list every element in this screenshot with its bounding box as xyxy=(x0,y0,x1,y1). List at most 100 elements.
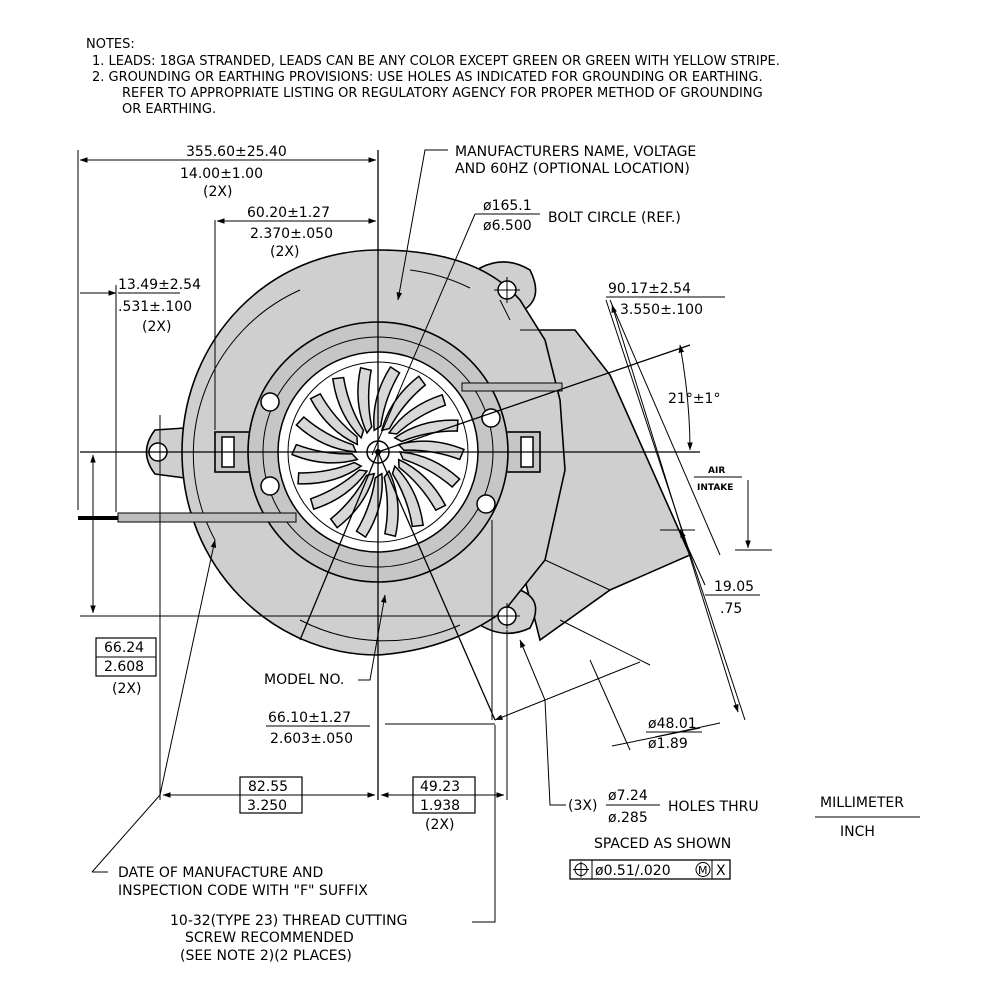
height-in: 2.608 xyxy=(104,659,144,675)
lead-strip-mm: 60.20±1.27 xyxy=(247,205,330,221)
dim-outlet-width: 90.17±2.54 3.550±.100 xyxy=(605,281,746,721)
lead-length-mm: 355.60±25.40 xyxy=(186,144,287,160)
fan-blade xyxy=(373,365,401,432)
date-line2: INSPECTION CODE WITH "F" SUFFIX xyxy=(118,883,368,899)
tolerance-modifier: M xyxy=(698,864,708,877)
bolt-circle-mm: ø165.1 xyxy=(483,198,532,214)
units-legend: MILLIMETER INCH xyxy=(815,795,920,840)
holes-qty: (3X) xyxy=(568,798,597,814)
motor-screw-2 xyxy=(260,476,280,496)
fan-blade xyxy=(355,472,383,539)
height-qty: (2X) xyxy=(112,681,141,697)
dim-lead-strip: 60.20±1.27 2.370±.050 (2X) xyxy=(214,205,377,430)
manufacturer-line2: AND 60HZ (OPTIONAL LOCATION) xyxy=(455,161,690,177)
dim-lead-length: 355.60±25.40 14.00±1.00 (2X) xyxy=(77,144,377,510)
note-2-cont: REFER TO APPROPRIATE LISTING OR REGULATO… xyxy=(122,86,763,101)
lead-strip-in: 2.370±.050 xyxy=(250,226,333,242)
air-label: AIR xyxy=(708,466,725,476)
center-right-qty: (2X) xyxy=(425,817,454,833)
fan-blade xyxy=(332,376,365,440)
intake-label: INTAKE xyxy=(697,483,733,493)
fan-blade xyxy=(380,375,427,432)
dim-width: 66.10±1.27 2.603±.050 xyxy=(266,619,651,747)
fan-blade xyxy=(391,464,424,528)
dim-lead-offset: 13.49±2.54 .531±.100 (2X) xyxy=(80,277,201,512)
outlet-offset-in: .75 xyxy=(720,601,742,617)
dim-outlet-offset: 19.05 .75 xyxy=(660,529,760,617)
fan-blade xyxy=(387,393,447,435)
fan-blade xyxy=(398,451,461,488)
bolt-circle-in: ø6.500 xyxy=(483,218,532,234)
lead-wires xyxy=(78,382,563,523)
dim-bottom-spacing: 82.55 3.250 49.23 1.938 (2X) xyxy=(159,415,508,833)
lead-length-qty: (2X) xyxy=(203,184,232,200)
lead-sleeve xyxy=(117,512,297,523)
fan-blade xyxy=(297,461,363,485)
callout-manufacturer: MANUFACTURERS NAME, VOLTAGE AND 60HZ (OP… xyxy=(396,144,696,301)
fan-blade xyxy=(383,469,399,538)
lead-offset-mm: 13.49±2.54 xyxy=(118,277,201,293)
holes-label: HOLES THRU xyxy=(668,799,759,815)
mmc-modifier-icon xyxy=(695,862,711,877)
screw-line3: (SEE NOTE 2)(2 PLACES) xyxy=(180,948,352,964)
callout-date: DATE OF MANUFACTURE AND INSPECTION CODE … xyxy=(91,539,368,899)
center-left-mm: 82.55 xyxy=(248,779,288,795)
center-right-mm: 49.23 xyxy=(420,779,460,795)
outlet-dia-in: ø1.89 xyxy=(648,736,688,752)
screw-line1: 10-32(TYPE 23) THREAD CUTTING xyxy=(170,913,408,929)
note-1: 1. LEADS: 18GA STRANDED, LEADS CAN BE AN… xyxy=(92,54,780,69)
callout-screw: 10-32(TYPE 23) THREAD CUTTING SCREW RECO… xyxy=(170,725,496,964)
fan-blade xyxy=(291,443,359,464)
callout-holes: (3X) ø7.24 ø.285 HOLES THRU SPACED AS SH… xyxy=(519,639,759,852)
tolerance-datum: X xyxy=(716,863,726,879)
centerlines xyxy=(80,150,700,800)
fan-blade xyxy=(397,458,447,512)
bolt-circle-label: BOLT CIRCLE (REF.) xyxy=(548,210,681,226)
screw-line2: SCREW RECOMMENDED xyxy=(185,930,354,946)
model-no-label: MODEL NO. xyxy=(264,672,344,688)
center-left-in: 3.250 xyxy=(247,798,287,814)
lead-sleeve-right xyxy=(461,382,563,392)
width-mm: 66.10±1.27 xyxy=(268,710,351,726)
note-2-end: OR EARTHING. xyxy=(122,102,216,117)
fan-blade xyxy=(309,392,359,446)
motor-screw-3 xyxy=(481,408,501,428)
outlet-offset-mm: 19.05 xyxy=(714,579,754,595)
position-tolerance: ø0.51/.020 xyxy=(595,863,671,879)
fan-blades xyxy=(291,365,465,539)
dim-height: 66.24 2.608 (2X) xyxy=(80,454,500,697)
callout-bolt-circle: ø165.1 ø6.500 BOLT CIRCLE (REF.) xyxy=(371,198,681,456)
width-in: 2.603±.050 xyxy=(270,731,353,747)
angle-value: 21°±1° xyxy=(668,391,720,407)
outlet-width-mm: 90.17±2.54 xyxy=(608,281,691,297)
lead-offset-in: .531±.100 xyxy=(118,299,192,315)
units-inch: INCH xyxy=(840,824,875,840)
holes-mm: ø7.24 xyxy=(608,788,648,804)
holes-spacing: SPACED AS SHOWN xyxy=(594,836,731,852)
notes-block: NOTES: 1. LEADS: 18GA STRANDED, LEADS CA… xyxy=(86,37,780,117)
callout-model-no: MODEL NO. xyxy=(264,594,387,688)
note-2: 2. GROUNDING OR EARTHING PROVISIONS: USE… xyxy=(92,70,763,85)
fan-blade xyxy=(295,416,358,453)
fan-blade xyxy=(393,419,459,443)
manufacturer-line1: MANUFACTURERS NAME, VOLTAGE xyxy=(455,144,696,160)
lead-strip-qty: (2X) xyxy=(270,244,299,260)
fan-blade xyxy=(357,366,373,435)
units-mm: MILLIMETER xyxy=(820,795,904,811)
outlet-dia-mm: ø48.01 xyxy=(648,716,697,732)
lead-length-in: 14.00±1.00 xyxy=(180,166,263,182)
holes-in: ø.285 xyxy=(608,810,648,826)
date-line1: DATE OF MANUFACTURE AND xyxy=(118,865,323,881)
lead-offset-qty: (2X) xyxy=(142,319,171,335)
outlet-width-in: 3.550±.100 xyxy=(620,302,703,318)
dim-angle: 21°±1° xyxy=(668,344,720,451)
motor-screw-1 xyxy=(260,392,280,412)
motor-screw-4 xyxy=(476,494,496,514)
dim-outlet-diameter: ø48.01 ø1.89 xyxy=(589,659,721,752)
callout-air-intake: AIR INTAKE xyxy=(694,466,772,551)
notes-header: NOTES: xyxy=(86,37,135,52)
fan-blade xyxy=(397,440,465,461)
center-right-in: 1.938 xyxy=(420,798,460,814)
height-mm: 66.24 xyxy=(104,640,144,656)
